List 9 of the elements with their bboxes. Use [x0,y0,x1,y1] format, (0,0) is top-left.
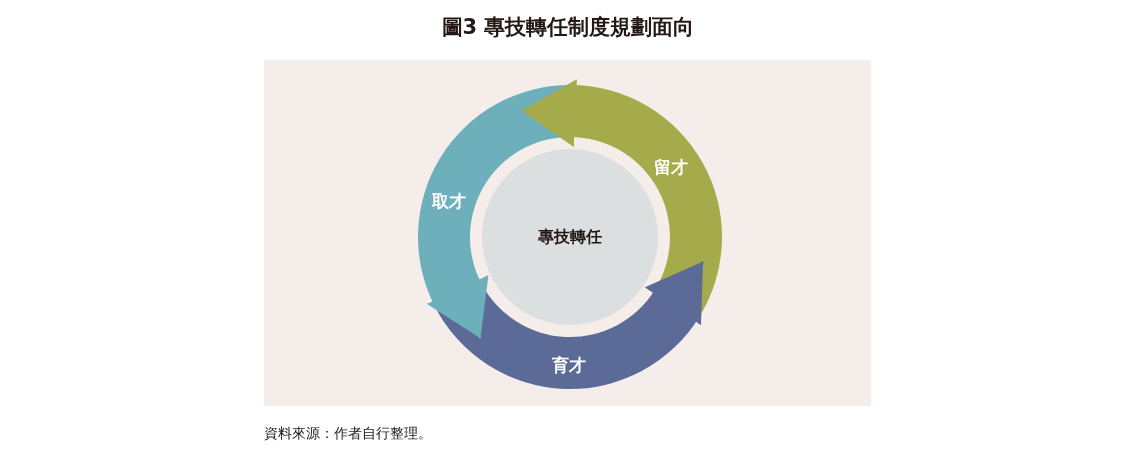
arrowhead [426,275,489,340]
arrowhead [520,79,577,148]
figure-title: 圖3 專技轉任制度規劃面向 [441,14,695,41]
stage-label: 育才 [552,355,586,375]
stage-label: 留才 [654,157,688,177]
arrowhead [644,260,704,326]
center-label: 專技轉任 [538,227,602,247]
source-note: 資料來源：作者自行整理。 [264,424,432,443]
stage-label: 取才 [432,191,466,211]
